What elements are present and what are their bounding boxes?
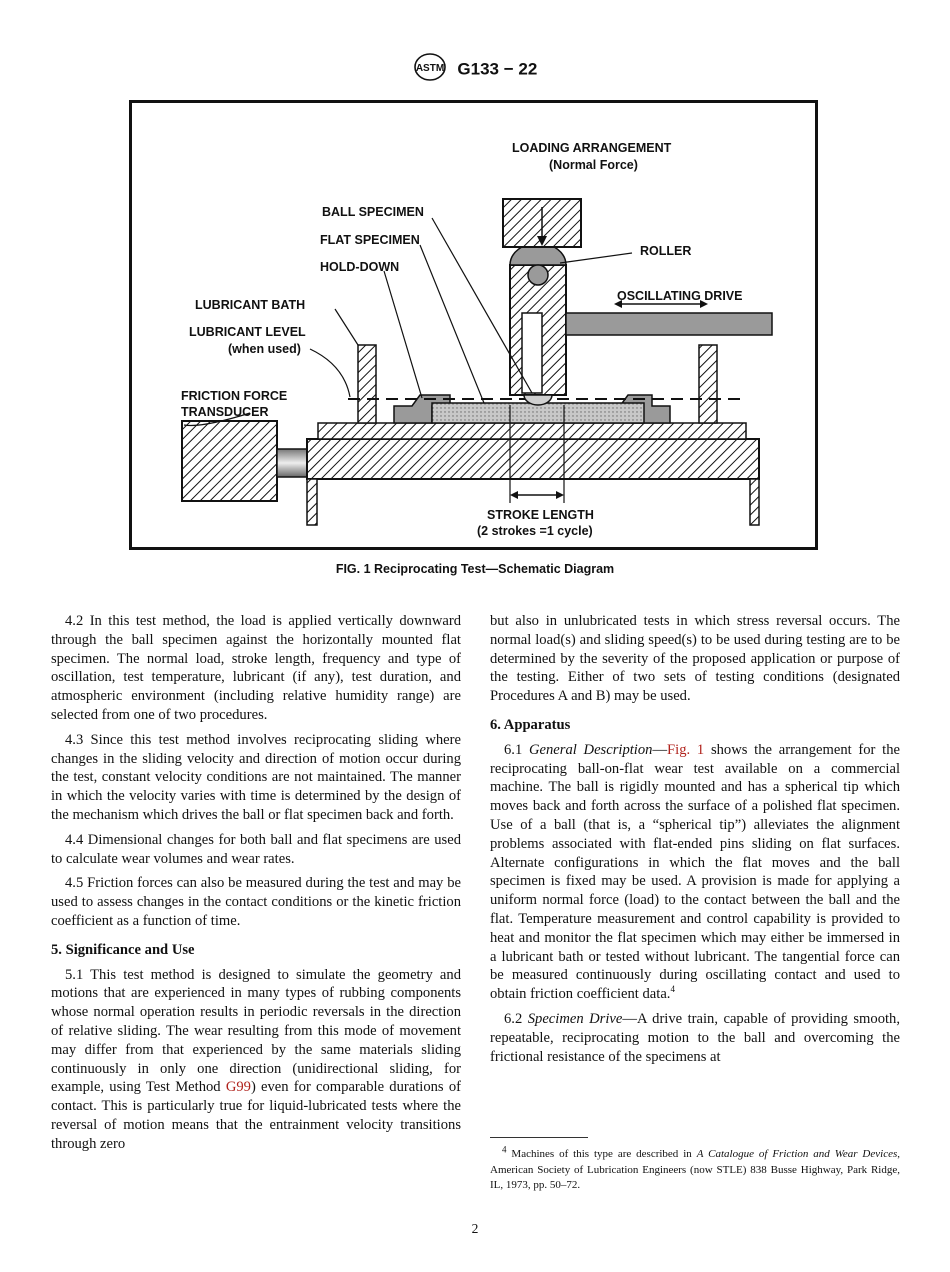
page-header: ASTM G133 − 22 <box>0 52 950 87</box>
standard-designation: G133 − 22 <box>457 59 538 79</box>
paragraph-5-1-continued: but also in unlubricated tests in which … <box>490 613 900 705</box>
leader-transducer <box>183 412 251 427</box>
footnote-mark: 4 <box>502 1144 507 1155</box>
section-6-heading: 6. Apparatus <box>490 716 571 733</box>
left-leg <box>306 478 318 526</box>
leader-flat <box>419 244 485 404</box>
drive-arrow-right-head <box>700 300 708 308</box>
flat-specimen <box>431 402 645 424</box>
paragraph-6-1-title: General Description <box>528 741 653 758</box>
link-g99[interactable]: G99 <box>225 1079 251 1096</box>
label-friction-force: FRICTION FORCE <box>181 389 287 403</box>
paragraph-4-3: 4.3 Since this test method involves reci… <box>51 731 461 823</box>
svg-text:ASTM: ASTM <box>416 63 444 74</box>
paragraph-6-2: 6.2 Specimen Drive—A drive train, capabl… <box>490 1010 900 1066</box>
link-fig-1[interactable]: Fig. 1 <box>667 741 705 758</box>
label-roller: ROLLER <box>640 244 691 258</box>
label-lubricant-level: LUBRICANT LEVEL <box>189 325 306 339</box>
label-oscillating-drive: OSCILLATING DRIVE <box>617 289 742 303</box>
footnote-title: A Catalogue of Friction and Wear Devices <box>696 1148 898 1160</box>
paragraph-6-1-dash: — <box>652 741 668 758</box>
figure-1-schematic: LOADING ARRANGEMENT (Normal Force) BALL … <box>129 100 818 550</box>
stroke-arrow-right <box>556 491 564 499</box>
paragraph-5-1: 5.1 This test method is designed to simu… <box>51 966 461 1154</box>
footnote-ref-4[interactable]: 4 <box>670 984 675 995</box>
label-flat-specimen: FLAT SPECIMEN <box>320 233 420 247</box>
drive-arrow-left-head <box>614 300 622 308</box>
bath-plate <box>317 422 747 440</box>
stroke-arrow-left <box>510 491 518 499</box>
label-stroke-length: STROKE LENGTH <box>487 508 594 522</box>
leader-bath <box>334 308 359 346</box>
footnote-divider <box>490 1137 588 1138</box>
astm-logo-icon: ASTM <box>413 52 447 87</box>
bath-wall-right <box>698 344 718 424</box>
paragraph-4-2: 4.2 In this test method, the load is app… <box>51 613 461 723</box>
paragraph-6-2-title: Specimen Drive <box>527 1010 623 1027</box>
leader-ball <box>431 217 533 394</box>
paragraph-5-1-text-a: 5.1 This test method is designed to simu… <box>51 966 461 1096</box>
label-ball-specimen: BALL SPECIMEN <box>322 205 424 219</box>
paragraph-6-1-body: shows the arrangement for the reciprocat… <box>490 741 900 1003</box>
label-strokes-cycle: (2 strokes =1 cycle) <box>477 524 593 538</box>
page-number: 2 <box>471 1221 479 1236</box>
figure-caption: FIG. 1 Reciprocating Test—Schematic Diag… <box>335 562 615 576</box>
paragraph-6-2-number: 6.2 <box>504 1010 528 1027</box>
base-carriage <box>306 438 760 480</box>
paragraph-4-5: 4.5 Friction forces can also be measured… <box>51 875 461 929</box>
label-loading-arrangement: LOADING ARRANGEMENT <box>512 141 672 155</box>
roller <box>527 264 549 286</box>
footnote-4: 4 Machines of this type are described in… <box>490 1144 900 1194</box>
bath-wall-left <box>357 344 377 424</box>
label-transducer: TRANSDUCER <box>181 405 269 419</box>
right-column: but also in unlubricated tests in which … <box>490 612 900 1072</box>
label-when-used: (when used) <box>228 342 301 356</box>
transducer-block <box>181 420 278 502</box>
right-leg <box>749 478 760 526</box>
paragraph-4-4: 4.4 Dimensional changes for both ball an… <box>51 831 461 867</box>
transducer-shaft <box>276 448 308 478</box>
footnote-text-a: Machines of this type are described in <box>506 1148 697 1160</box>
oscillating-arm <box>565 312 773 336</box>
paragraph-5-1-text-b: ) even for comparable durations of conta… <box>51 1079 461 1152</box>
leader-roller <box>559 252 633 264</box>
load-arrow-head <box>537 236 547 246</box>
left-column: 4.2 In this test method, the load is app… <box>51 612 461 1160</box>
leader-hold-down <box>383 270 423 399</box>
paragraph-6-2-body: —A drive train, capable of providing smo… <box>490 1010 900 1065</box>
leader-level <box>309 348 351 398</box>
label-hold-down: HOLD-DOWN <box>320 260 399 274</box>
ball-specimen <box>523 394 553 406</box>
footnote-text-b: , American Society of Lubrication Engine… <box>490 1148 900 1191</box>
reciprocating-test-diagram: LOADING ARRANGEMENT (Normal Force) BALL … <box>181 141 773 538</box>
paragraph-6-1: 6.1 General Description—Fig. 1 shows the… <box>490 741 900 1004</box>
section-5-heading: 5. Significance and Use <box>51 941 195 958</box>
label-normal-force: (Normal Force) <box>549 158 638 172</box>
label-lubricant-bath: LUBRICANT BATH <box>195 298 305 312</box>
paragraph-6-1-number: 6.1 <box>504 741 529 758</box>
